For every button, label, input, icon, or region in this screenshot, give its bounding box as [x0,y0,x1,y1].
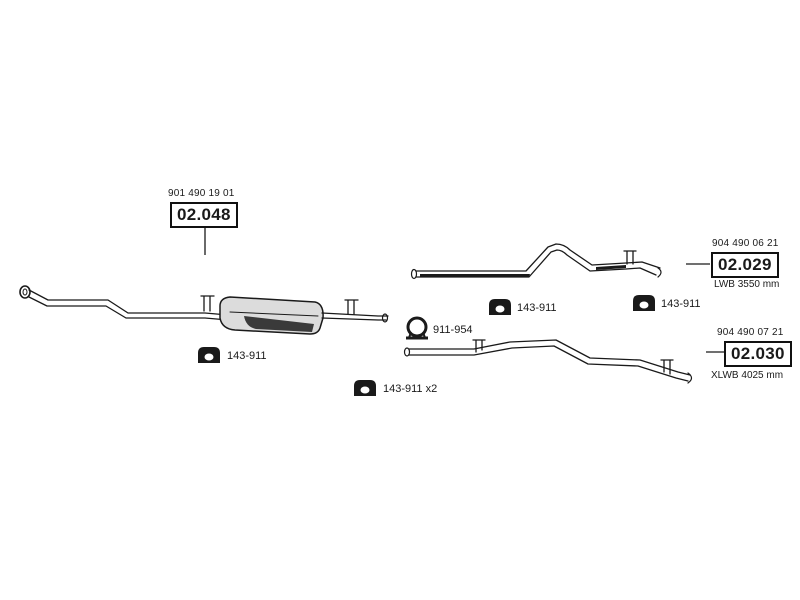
part-number-02-048: 901 490 19 01 [168,188,235,199]
rubber-hanger-icon [633,295,655,311]
hanger-label: 143-911 [517,302,557,314]
pipe-02-048 [19,285,389,335]
rubber-hanger-icon [489,299,511,315]
note-02-029: LWB 3550 mm [714,279,780,290]
pipe-02-029 [410,243,662,280]
hanger-label: 143-911 [227,350,267,362]
ref-box-02-030[interactable]: 02.030 [724,341,792,367]
hanger-label: 143-911 [661,298,701,310]
clamp-icon [406,316,428,340]
note-02-030: XLWB 4025 mm [711,370,784,381]
hanger-label: 143-911 x2 [383,383,438,395]
ref-box-02-048[interactable]: 02.048 [170,202,238,228]
clamp-label: 911-954 [433,324,473,336]
part-number-02-029: 904 490 06 21 [712,238,779,249]
pipe-02-030 [403,339,693,384]
part-number-02-030: 904 490 07 21 [717,327,784,338]
rubber-hanger-icon [198,347,220,363]
rubber-hanger-icon [354,380,376,396]
ref-box-02-029[interactable]: 02.029 [711,252,779,278]
